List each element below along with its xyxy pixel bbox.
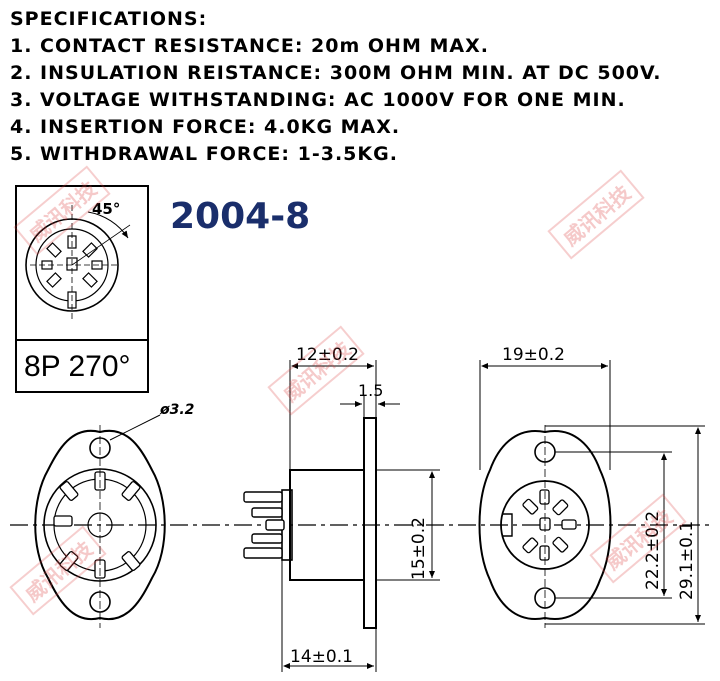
side-length-label: 14±0.1 xyxy=(290,647,353,667)
spec-item-4: 4. INSERTION FORCE: 4.0KG MAX. xyxy=(10,116,401,138)
spec-item-5: 5. WITHDRAWAL FORCE: 1-3.5KG. xyxy=(10,143,398,165)
spec-item-3: 3. VOLTAGE WITHSTANDING: AC 1000V FOR ON… xyxy=(10,89,626,111)
side-width-label: 12±0.2 xyxy=(296,345,359,365)
specifications-block: SPECIFICATIONS: 1. CONTACT RESISTANCE: 2… xyxy=(10,6,662,168)
model-number: 2004-8 xyxy=(170,196,311,237)
spec-item-1: 1. CONTACT RESISTANCE: 20m OHM MAX. xyxy=(10,35,489,57)
body-height-label: 15±0.2 xyxy=(409,517,429,580)
angle-label: 45° xyxy=(92,200,120,218)
hole-spacing-label: 22.2±0.2 xyxy=(643,511,663,590)
front-view: ø3.2 xyxy=(34,402,194,628)
spec-item-2: 2. INSULATION REISTANCE: 300M OHM MIN. A… xyxy=(10,62,662,84)
rear-width-label: 19±0.2 xyxy=(502,345,565,365)
side-view: 12±0.2 1.5 15±0.2 14±0.1 xyxy=(243,345,440,672)
specifications-heading: SPECIFICATIONS: xyxy=(10,8,208,30)
pin-caption: 8P 270° xyxy=(24,350,131,383)
rear-view: 19±0.2 22.2±0.2 29.1±0.1 xyxy=(478,345,705,628)
total-height-label: 29.1±0.1 xyxy=(677,521,697,600)
hole-diameter-label: ø3.2 xyxy=(159,402,194,418)
flange-thickness-label: 1.5 xyxy=(358,381,383,400)
pin-layout-box: 45° 8P 270° xyxy=(15,185,149,393)
